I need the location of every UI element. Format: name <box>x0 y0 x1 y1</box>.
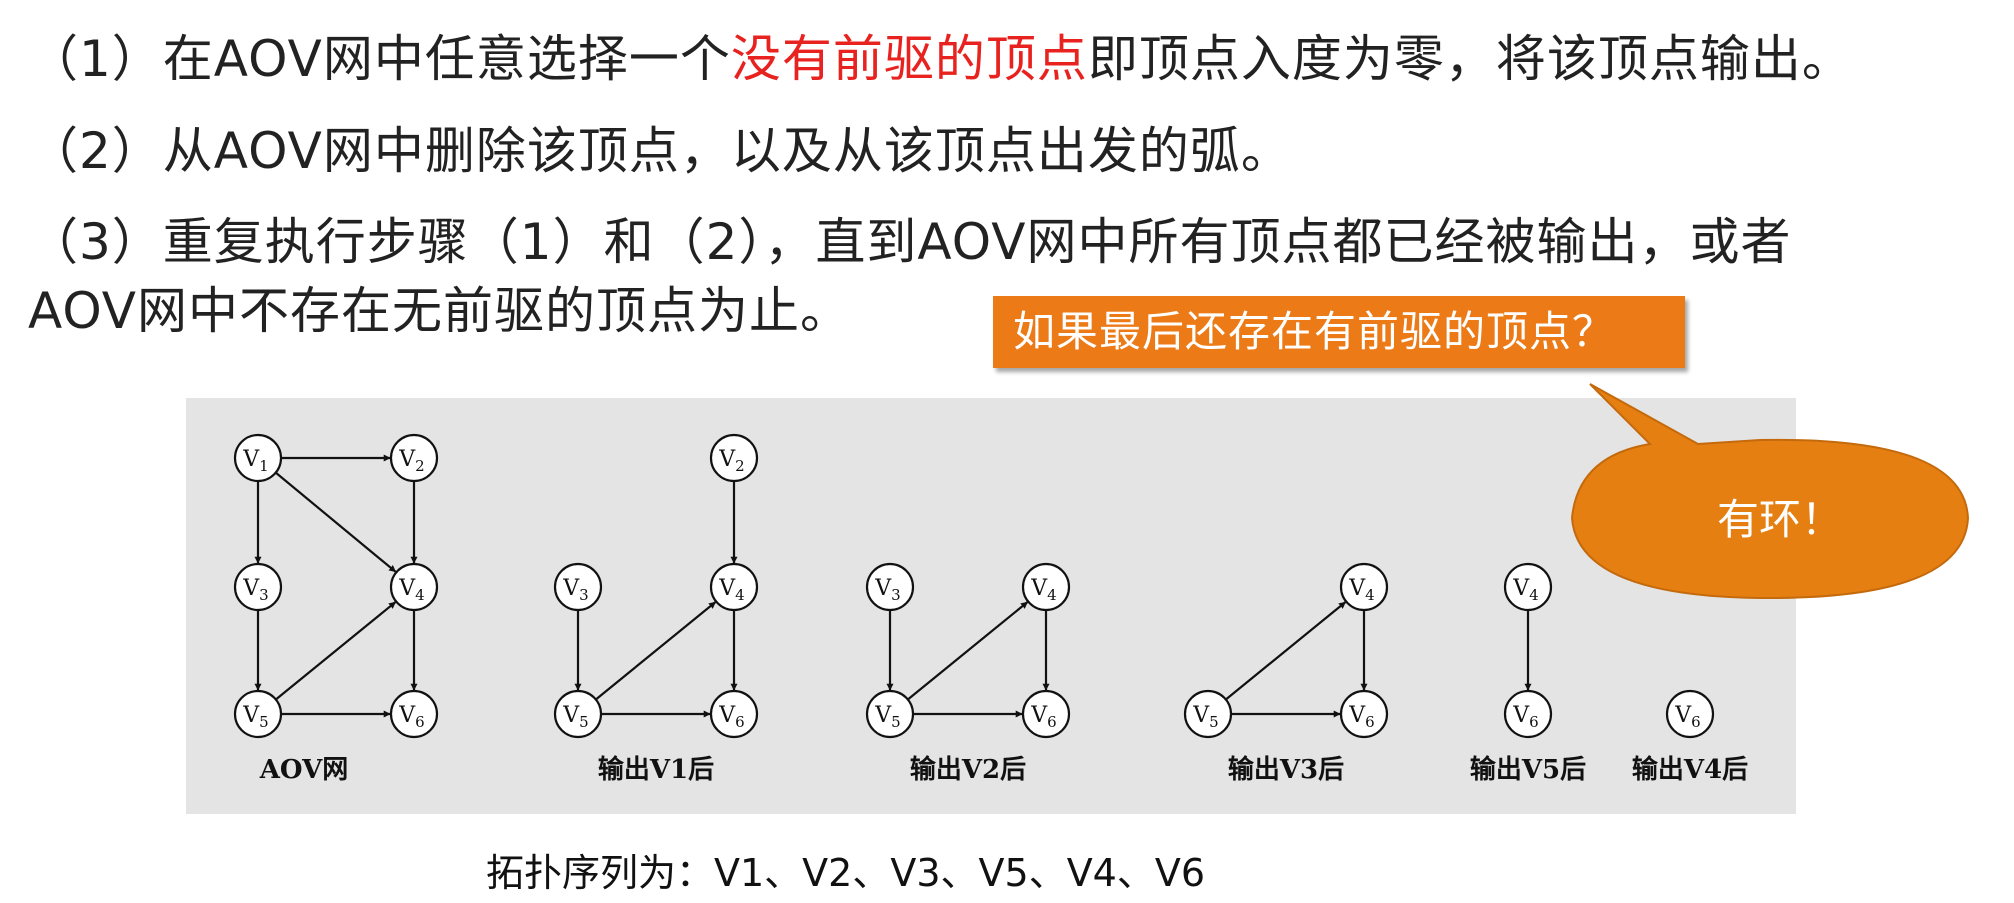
node-V6 <box>709 689 759 739</box>
step-3-text-line-2: AOV网中不存在无前驱的顶点为止。 <box>28 282 852 340</box>
node-label-V6: V6 <box>1512 703 1538 731</box>
node-label-V6: V6 <box>1030 703 1056 731</box>
node-V5 <box>233 689 283 739</box>
node-V3 <box>233 562 283 612</box>
step-2-text: （2）从AOV网中删除该顶点，以及从该顶点出发的弧。 <box>28 122 1292 180</box>
node-V3 <box>865 562 915 612</box>
step-1-prefix: （1）在AOV网中任意选择一个 <box>28 30 731 88</box>
node-label-V4: V4 <box>398 576 424 604</box>
node-label-V4: V4 <box>1030 576 1056 604</box>
node-V4 <box>1021 562 1071 612</box>
node-label-V6: V6 <box>398 703 424 731</box>
question-callout: 如果最后还存在有前驱的顶点？ <box>993 296 1685 368</box>
node-V5 <box>1183 689 1233 739</box>
speech-bubble <box>1570 383 1970 600</box>
edge-V5-V4 <box>595 601 717 701</box>
graph-caption-2: 输出V2后 <box>910 754 1026 785</box>
node-label-V3: V3 <box>242 576 268 604</box>
graph-5: V6 输出V4后 <box>1632 689 1748 785</box>
graph-caption-0: AOV网 <box>259 755 349 785</box>
node-label-V1: V1 <box>242 447 268 475</box>
cycle-answer-text: 有环！ <box>1716 495 1843 544</box>
graph-caption-3: 输出V3后 <box>1228 754 1344 785</box>
node-V4 <box>1339 562 1389 612</box>
node-label-V5: V5 <box>562 703 588 731</box>
node-V4 <box>709 562 759 612</box>
node-V5 <box>865 689 915 739</box>
node-label-V3: V3 <box>874 576 900 604</box>
node-V6 <box>1339 689 1389 739</box>
edge-V5-V4 <box>275 601 397 701</box>
node-V6 <box>1665 689 1715 739</box>
step-1-text: （1）在AOV网中任意选择一个没有前驱的顶点即顶点入度为零，将该顶点输出。 <box>28 28 1853 90</box>
node-label-V6: V6 <box>1674 703 1700 731</box>
step-1-highlight: 没有前驱的顶点 <box>730 30 1088 88</box>
node-V4 <box>1503 562 1553 612</box>
node-label-V2: V2 <box>398 447 424 475</box>
node-label-V6: V6 <box>1348 703 1374 731</box>
node-label-V2: V2 <box>718 447 744 475</box>
node-label-V5: V5 <box>1192 703 1218 731</box>
node-label-V3: V3 <box>562 576 588 604</box>
node-V4 <box>389 562 439 612</box>
edge-V5-V4 <box>907 601 1029 701</box>
edge-V1-V4 <box>275 471 397 573</box>
node-label-V4: V4 <box>1512 576 1538 604</box>
topological-sequence: 拓扑序列为：V1、V2、V3、V5、V4、V6 <box>486 851 1206 895</box>
edge-V5-V4 <box>1225 601 1347 701</box>
node-V6 <box>1021 689 1071 739</box>
node-V6 <box>1503 689 1553 739</box>
node-label-V6: V6 <box>718 703 744 731</box>
node-V6 <box>389 689 439 739</box>
node-V2 <box>709 433 759 483</box>
node-V5 <box>553 689 603 739</box>
node-label-V5: V5 <box>242 703 268 731</box>
node-V2 <box>389 433 439 483</box>
node-label-V5: V5 <box>874 703 900 731</box>
node-V1 <box>233 433 283 483</box>
node-label-V4: V4 <box>1348 576 1374 604</box>
graph-caption-5: 输出V4后 <box>1632 754 1748 785</box>
node-label-V4: V4 <box>718 576 744 604</box>
graph-caption-1: 输出V1后 <box>598 754 714 785</box>
step-1-suffix: 即顶点入度为零，将该顶点输出。 <box>1087 30 1853 88</box>
node-V3 <box>553 562 603 612</box>
graph-caption-4: 输出V5后 <box>1470 754 1586 785</box>
step-3-text-line-1: （3）重复执行步骤（1）和（2），直到AOV网中所有顶点都已经被输出，或者 <box>28 213 1792 271</box>
